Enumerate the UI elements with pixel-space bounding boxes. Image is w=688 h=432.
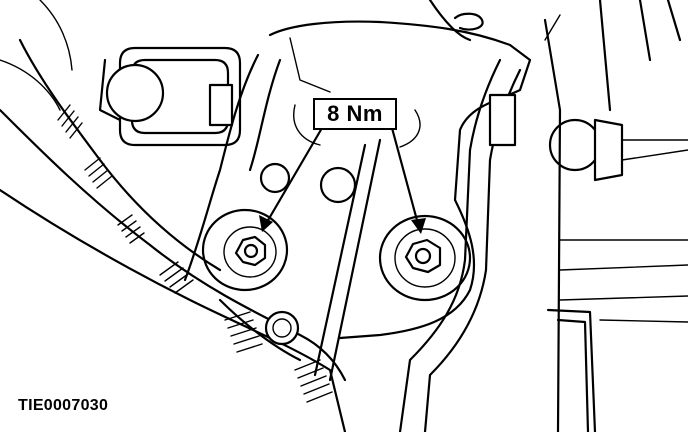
- bolt-right: [378, 214, 472, 302]
- loom-hatch-3: [117, 214, 145, 244]
- connector-clip-right: [548, 118, 688, 182]
- loom-hatch-4: [159, 261, 194, 294]
- figure-id-label: TIE0007030: [18, 397, 109, 414]
- bolt-left: [201, 208, 289, 292]
- bracket-plate: [183, 20, 532, 382]
- loom-hatch-6: [294, 359, 333, 403]
- torque-value-label: 8 Nm: [313, 98, 397, 130]
- leader-arrows: [259, 126, 426, 234]
- top-details: [428, 0, 561, 42]
- cable-right: [398, 58, 522, 432]
- wiring-loom: [0, 0, 347, 432]
- loom-hatch-1: [57, 104, 83, 139]
- connector-clip-left: [98, 46, 242, 147]
- loom-hatch-2: [84, 157, 113, 189]
- frame-rail: [543, 0, 688, 432]
